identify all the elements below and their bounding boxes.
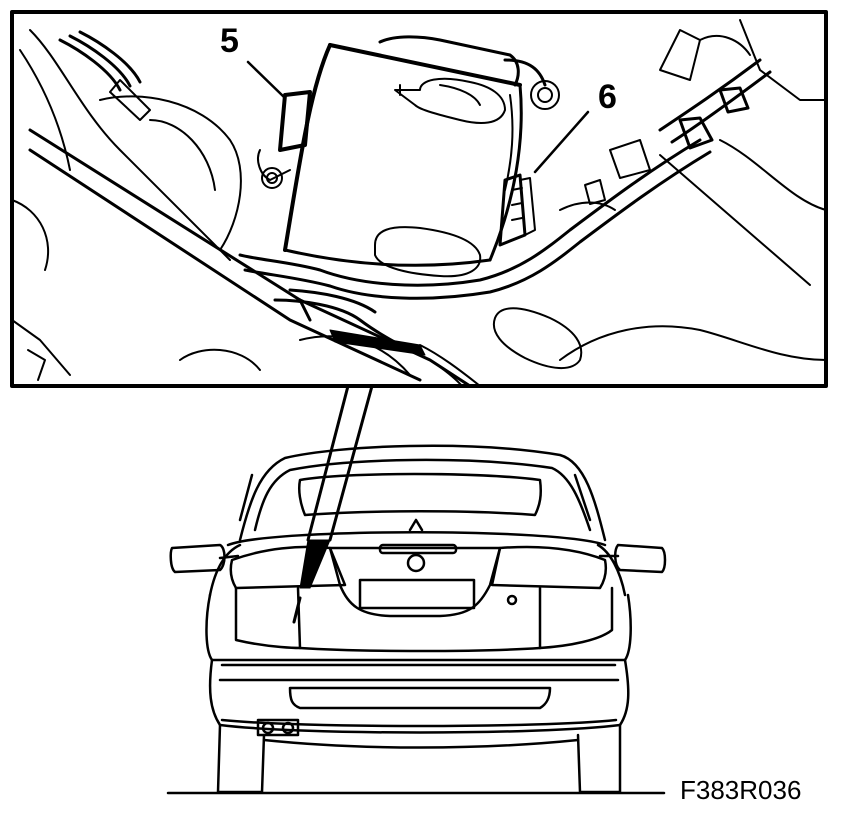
car-roof <box>238 444 607 542</box>
strap <box>659 154 811 286</box>
bolt-top <box>530 80 560 110</box>
exhaust <box>256 718 300 737</box>
tail-light-right <box>490 545 608 590</box>
high-brake-light <box>378 543 458 555</box>
bracket-5 <box>257 90 312 189</box>
car-rear-view <box>169 444 667 794</box>
leader-6 <box>533 110 590 174</box>
trunk-lid <box>226 531 607 547</box>
wheel-right <box>576 723 622 794</box>
control-module <box>283 35 547 278</box>
mirror-right <box>614 543 667 574</box>
connector-6 <box>498 173 536 247</box>
rear-window <box>297 472 543 517</box>
beam <box>28 128 472 386</box>
callout-5: 5 <box>220 22 239 60</box>
callout-6: 6 <box>598 78 617 116</box>
figure-code: F383R036 <box>680 775 801 805</box>
detail-inset-drawing <box>12 19 826 386</box>
wire-bundle <box>329 329 426 356</box>
number-plate <box>358 578 476 610</box>
trunk-badge <box>406 553 426 573</box>
trunk-lock <box>506 594 518 606</box>
cable-harness <box>238 29 772 357</box>
location-marker <box>299 539 331 589</box>
rubber-pad <box>492 307 583 370</box>
antenna <box>408 518 424 532</box>
detail-inset: 5 6 <box>10 10 828 388</box>
tail-light-left <box>229 545 347 590</box>
inset-frame <box>10 10 828 388</box>
background-parts <box>12 19 826 381</box>
rear-bumper <box>208 658 630 734</box>
plate-recess <box>328 546 502 618</box>
mirror-left <box>169 543 226 574</box>
leader-5 <box>246 60 287 100</box>
